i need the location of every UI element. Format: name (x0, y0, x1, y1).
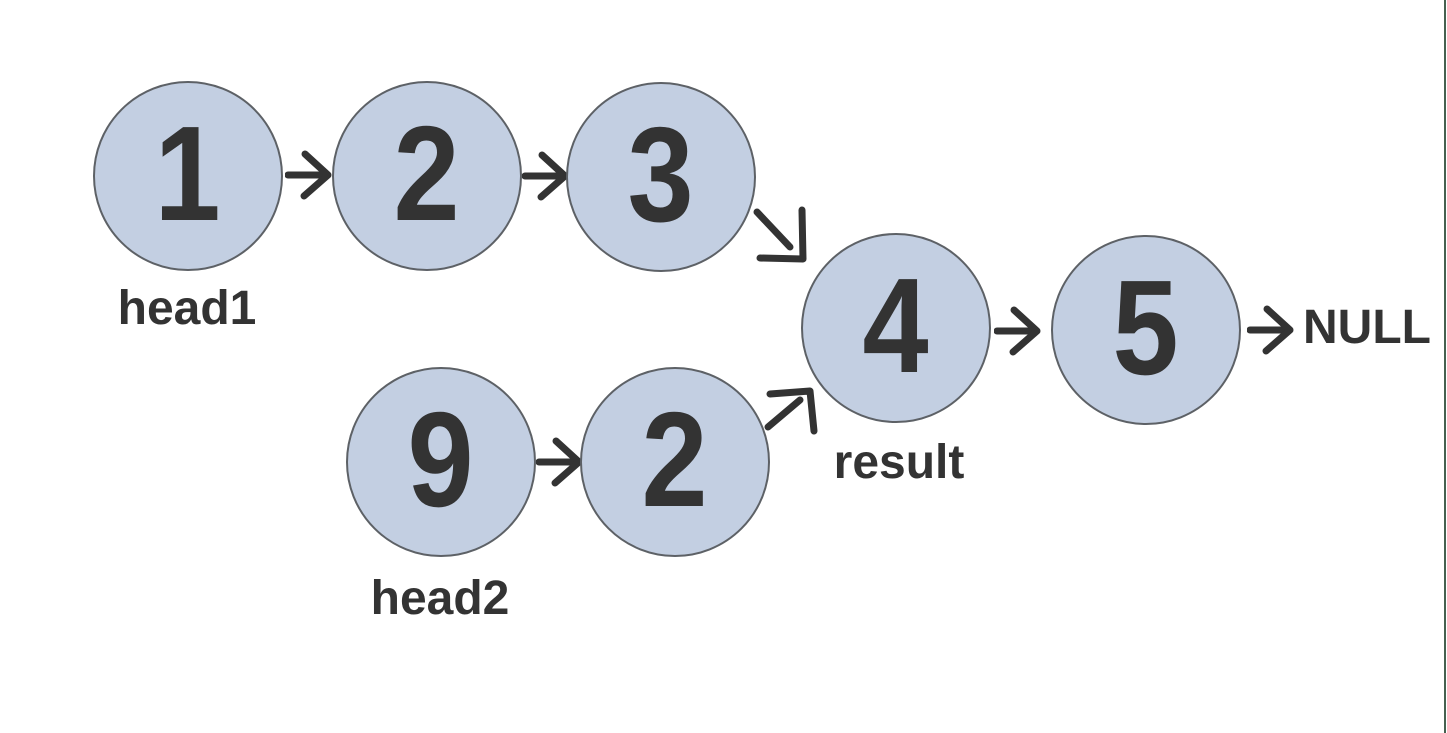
label-head2: head2 (370, 572, 510, 625)
label-null-terminator: NULL (1303, 301, 1431, 354)
window-edge-line (1444, 0, 1446, 733)
node-value: 2 (641, 383, 709, 535)
arrow-3-to-4 (751, 203, 811, 265)
node-result-value-4: 4 (801, 233, 991, 423)
node-result-value-5: 5 (1051, 235, 1241, 425)
arrow-1-to-2 (285, 150, 333, 200)
node-value: 5 (1112, 251, 1180, 403)
arrow-4-to-5 (994, 306, 1042, 356)
node-list2-value-2: 2 (580, 367, 770, 557)
node-list2-value-9: 9 (346, 367, 536, 557)
node-value: 3 (627, 98, 695, 250)
node-value: 1 (154, 97, 222, 249)
label-head1: head1 (117, 282, 257, 335)
arrow-2-to-3 (522, 151, 570, 201)
label-result: result (833, 436, 965, 489)
node-list1-value-1: 1 (93, 81, 283, 271)
node-value: 9 (407, 383, 475, 535)
arrow-2-to-4 (762, 383, 820, 435)
node-value: 2 (393, 97, 461, 249)
node-list1-value-3: 3 (566, 82, 756, 272)
arrow-5-to-null (1247, 305, 1295, 355)
arrow-9-to-2 (536, 437, 584, 487)
node-list1-value-2: 2 (332, 81, 522, 271)
node-value: 4 (862, 249, 930, 401)
